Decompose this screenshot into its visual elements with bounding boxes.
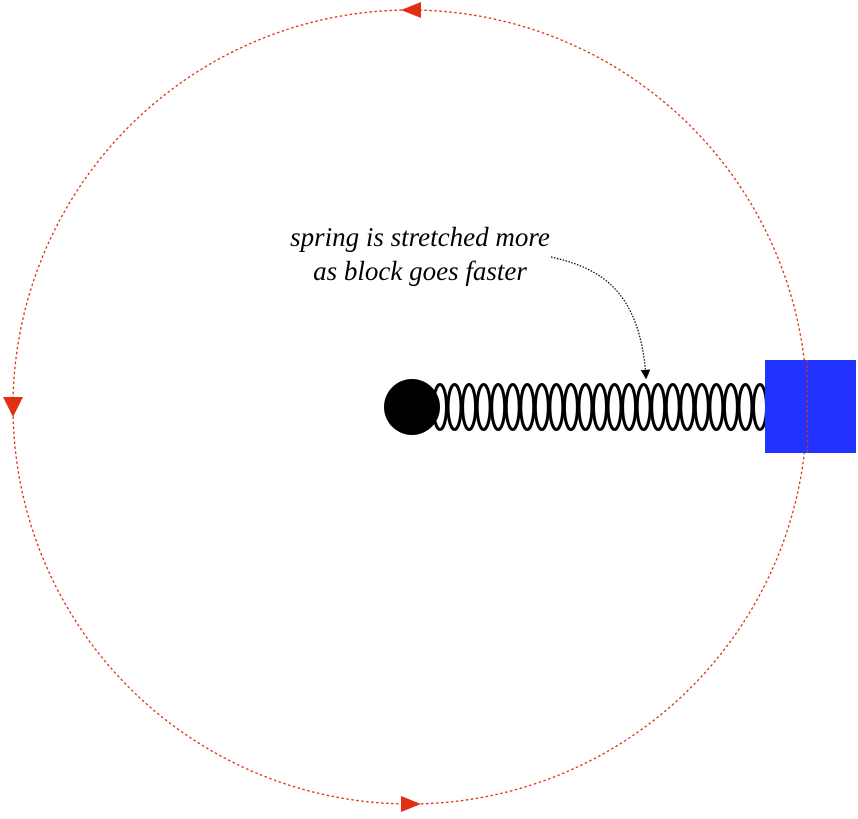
spring-coil — [490, 383, 507, 431]
spring-coil — [592, 383, 608, 431]
spring-coil — [548, 383, 565, 431]
orbit-arrow-left-icon — [3, 397, 23, 417]
spring-coil — [650, 383, 667, 431]
spring-coil — [679, 383, 696, 431]
spring-coil — [446, 383, 463, 431]
orbit-arrow-bottom-icon — [401, 796, 421, 812]
spring-coil — [693, 383, 710, 431]
spring-coil — [635, 383, 652, 431]
annotation-arrow — [550, 256, 651, 380]
spring-coil — [519, 383, 536, 431]
annotation-line-1: spring is stretched more — [290, 222, 550, 252]
block — [765, 360, 856, 453]
spring-coil — [461, 383, 478, 431]
orbit-arrow-top-icon — [401, 2, 421, 18]
spring-coil — [752, 383, 768, 431]
spring-coil — [577, 383, 594, 431]
spring-coil — [621, 383, 638, 431]
spring-coil — [533, 383, 550, 431]
annotation-label: spring is stretched more as block goes f… — [270, 220, 570, 288]
spring-coil — [606, 383, 623, 431]
spring-coil — [562, 383, 579, 431]
annotation-line-2: as block goes faster — [313, 256, 527, 286]
spring — [432, 383, 768, 431]
spring-coil — [475, 383, 492, 431]
spring-coil — [504, 383, 521, 431]
spring-coil — [708, 383, 725, 431]
spring-coil — [664, 383, 681, 431]
orbit-path-over-block — [806, 359, 809, 454]
spring-coil — [722, 383, 739, 431]
spring-coil — [737, 383, 754, 431]
pivot-ball — [384, 379, 440, 435]
